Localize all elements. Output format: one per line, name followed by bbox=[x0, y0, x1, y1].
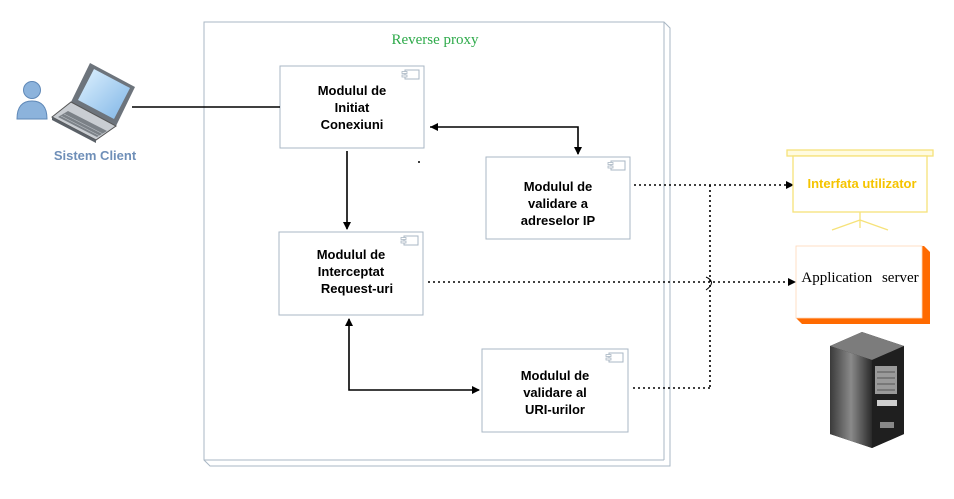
intercept-uri-connector bbox=[348, 319, 480, 394]
component-icon bbox=[607, 160, 626, 171]
init-ip-connector bbox=[430, 126, 582, 155]
module-ip-valid-box bbox=[485, 156, 631, 240]
module-init-conn-label: Modulul de Initiat Conexiuni bbox=[317, 83, 387, 132]
module-intercept-label: Modulul de Interceptat Request-uri bbox=[316, 247, 394, 296]
server-tower-icon bbox=[830, 332, 904, 448]
presentation-screen-icon bbox=[786, 149, 934, 231]
module-ip-valid-label: Modulul de validare a adreselor IP bbox=[520, 179, 596, 228]
component-icon bbox=[401, 69, 420, 80]
arrowhead bbox=[430, 123, 438, 131]
arrowhead bbox=[788, 278, 796, 286]
component-icon bbox=[400, 235, 419, 246]
application-server-card bbox=[795, 245, 930, 324]
module-uri-valid-box bbox=[481, 348, 629, 433]
ui-display-label: Interfata utilizator bbox=[807, 176, 917, 191]
arrowhead bbox=[345, 318, 353, 326]
laptop-icon bbox=[51, 63, 135, 143]
component-icon bbox=[605, 352, 624, 363]
reverse-proxy-title: Reverse proxy bbox=[391, 32, 479, 48]
app-server-label: Application server bbox=[801, 270, 919, 286]
module-init-conn-box bbox=[279, 65, 425, 149]
user-icon bbox=[16, 81, 48, 120]
module-intercept-box bbox=[278, 231, 424, 316]
crossing-hop bbox=[705, 276, 712, 291]
arrowhead bbox=[786, 181, 794, 189]
module-uri-valid-label: Modulul de validare al URI-urilor bbox=[520, 368, 590, 417]
client-label: Sistem Client bbox=[53, 148, 137, 163]
